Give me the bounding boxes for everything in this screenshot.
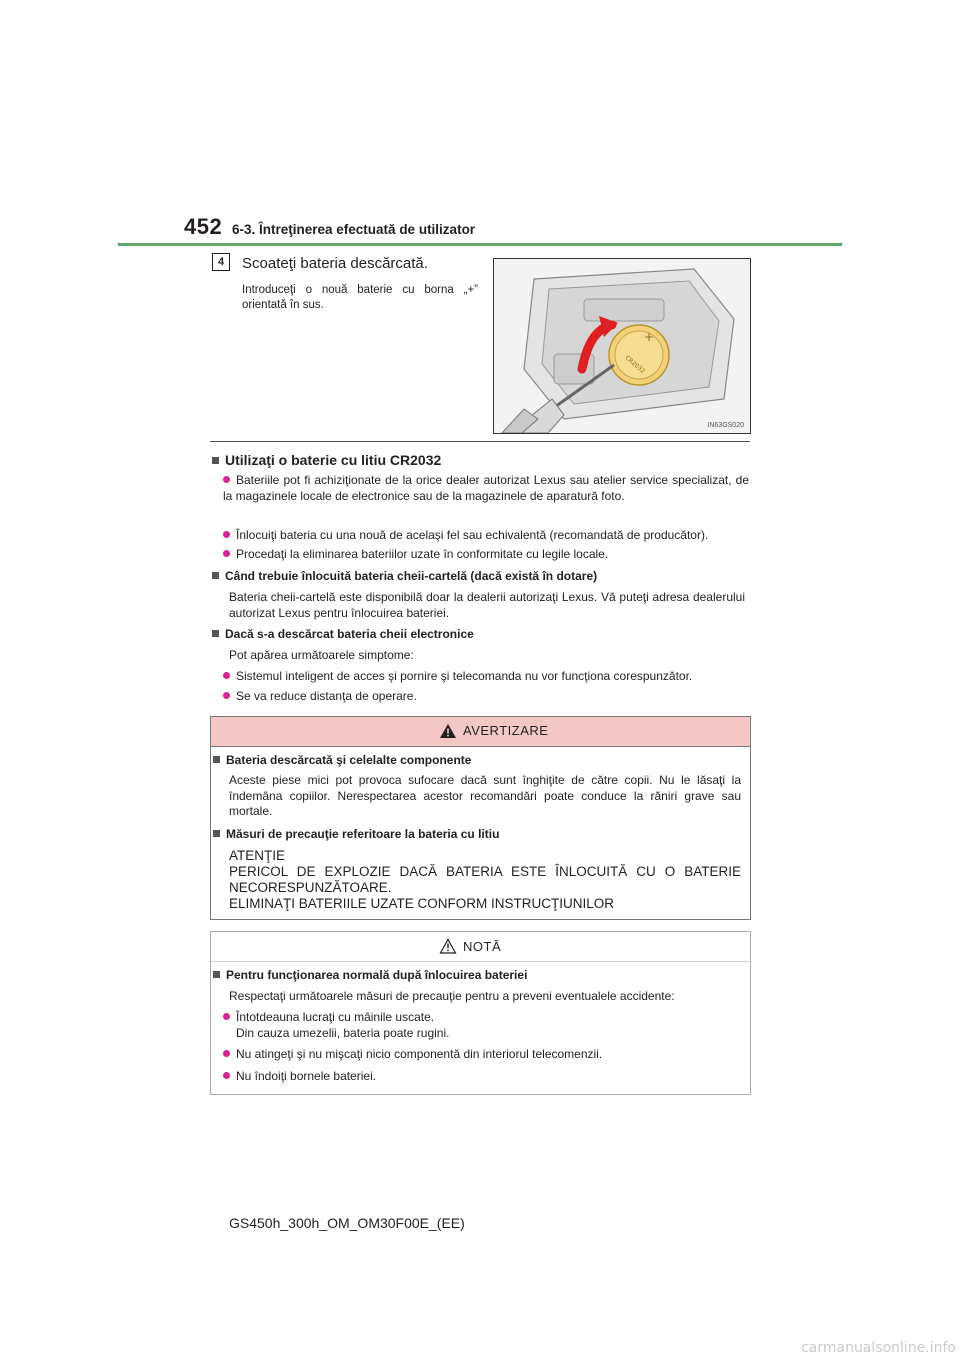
square-bullet-icon (213, 756, 220, 763)
caution-line: ELIMINAŢI BATERIILE UZATE CONFORM INSTRU… (229, 896, 615, 911)
notice-title: NOTĂ (463, 939, 502, 954)
svg-text:+: + (644, 330, 654, 344)
square-bullet-icon (213, 830, 220, 837)
caution-line: ATENŢIE (229, 848, 286, 863)
warning-triangle-icon (440, 724, 456, 738)
list-item: Întotdeauna lucraţi cu mâinile uscate. D… (223, 1010, 743, 1041)
note-paragraph: Pot apărea următoarele simptome: (229, 648, 414, 662)
warning-heading: Bateria descărcată şi celelalte componen… (213, 753, 471, 769)
step-title: Scoateţi bateria descărcată. (242, 255, 428, 272)
warning-caution-text: ATENŢIE PERICOL DE EXPLOZIE DACĂ BATERIA… (229, 848, 741, 912)
step-number-badge: 4 (212, 253, 230, 271)
page-number: 452 (184, 214, 223, 239)
list-item: Nu îndoiţi bornele bateriei. (223, 1069, 743, 1085)
notice-paragraph: Respectaţi următoarele măsuri de precauţ… (229, 989, 675, 1003)
note-paragraph: Bateria cheii-cartelă este disponibilă d… (229, 590, 745, 620)
notice-header: NOTĂ (211, 932, 750, 962)
warning-heading: Măsuri de precauţie referitoare la bater… (213, 827, 499, 843)
list-item: Nu atingeţi şi nu mişcaţi nicio componen… (223, 1047, 743, 1063)
document-code: GS450h_300h_OM_OM30F00E_(EE) (229, 1215, 465, 1231)
key-fob-drawing: + CR2032 (494, 259, 750, 433)
note-heading-cr2032: Utilizaţi o baterie cu litiu CR2032 (212, 452, 442, 469)
caution-triangle-icon (439, 938, 457, 954)
note-heading-text: Utilizaţi o baterie cu litiu CR2032 (225, 452, 442, 468)
figure-code: IN63GS020 (707, 422, 744, 429)
list-item: Sistemul inteligent de acces şi pornire … (223, 669, 749, 685)
bullet-icon (223, 692, 230, 699)
step-description: Introduceţi o nouă baterie cu borna „+” … (242, 284, 478, 311)
notice-box: NOTĂ Pentru funcţionarea normală după în… (210, 931, 751, 1095)
warning-paragraph: Aceste piese mici pot provoca sufocare d… (229, 773, 741, 818)
square-bullet-icon (212, 457, 219, 464)
list-item: Bateriile pot fi achiziţionate de la ori… (223, 473, 749, 503)
bullet-icon (223, 1050, 230, 1057)
list-item: Înlocuiţi bateria cu una nouă de acelaşi… (223, 528, 753, 544)
watermark: carmanualsonline.info (801, 1340, 956, 1356)
battery-replacement-illustration: + CR2032 IN63GS020 (493, 258, 751, 434)
bullet-icon (223, 476, 230, 483)
list-item: Procedaţi la eliminarea bateriilor uzate… (223, 547, 749, 563)
section-title: 6-3. Întreţinerea efectuată de utilizato… (232, 222, 476, 237)
warning-box: AVERTIZARE Bateria descărcată şi celelal… (210, 716, 751, 920)
list-item: Se va reduce distanţa de operare. (223, 689, 749, 705)
note-heading-smart-key: Când trebuie înlocuită bateria cheii-car… (212, 569, 597, 585)
header-divider (118, 243, 842, 246)
list-item-continuation: Din cauza umezelii, bateria poate rugini… (236, 1025, 450, 1040)
square-bullet-icon (212, 630, 219, 637)
square-bullet-icon (212, 572, 219, 579)
bullet-icon (223, 1072, 230, 1079)
notice-heading: Pentru funcţionarea normală după înlocui… (213, 968, 527, 984)
note-heading-discharged: Dacă s-a descărcat bateria cheii electro… (212, 627, 474, 643)
square-bullet-icon (213, 971, 220, 978)
bullet-icon (223, 1013, 230, 1020)
warning-header: AVERTIZARE (211, 717, 750, 747)
bullet-icon (223, 550, 230, 557)
bullet-icon (223, 531, 230, 538)
step-divider (210, 441, 750, 442)
bullet-icon (223, 672, 230, 679)
warning-title: AVERTIZARE (463, 723, 549, 738)
caution-line: PERICOL DE EXPLOZIE DACĂ BATERIA ESTE ÎN… (229, 864, 741, 895)
